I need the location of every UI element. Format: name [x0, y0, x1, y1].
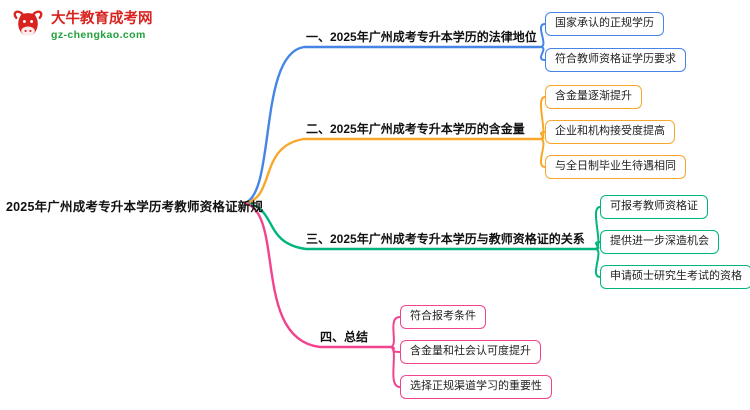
leaf-connector	[539, 46, 546, 61]
leaf-node: 企业和机构接受度提高	[545, 120, 675, 144]
leaf-connector	[594, 248, 601, 278]
branch-label-2: 二、2025年广州成考专升本学历的含金量	[306, 122, 525, 136]
leaf-connector	[389, 316, 401, 348]
leaf-node: 含金量和社会认可度提升	[400, 340, 541, 364]
branch-label-3: 三、2025年广州成考专升本学历与教师资格证的关系	[306, 232, 585, 246]
bull-icon	[13, 10, 43, 36]
branch-label-1: 一、2025年广州成考专升本学历的法律地位	[306, 30, 537, 44]
leaf-node: 含金量逐渐提升	[545, 85, 642, 109]
leaf-node: 提供进一步深造机会	[600, 230, 719, 254]
leaf-node: 符合教师资格证学历要求	[545, 48, 686, 72]
leaf-connector	[594, 206, 601, 250]
leaf-node: 符合报考条件	[400, 305, 486, 329]
leaf-node: 可报考教师资格证	[600, 195, 708, 219]
leaf-connector	[389, 346, 401, 388]
leaf-node: 国家承认的正规学历	[545, 12, 664, 36]
branch-curve-1	[243, 45, 542, 205]
branch-curve-3	[243, 201, 597, 251]
leaf-node: 与全日制毕业生待遇相同	[545, 155, 686, 179]
leaf-connector	[539, 96, 546, 140]
site-logo: 大牛教育成考网 gz-chengkao.com	[10, 8, 153, 44]
logo-domain: gz-chengkao.com	[51, 28, 146, 41]
logo-title: 大牛教育成考网	[51, 11, 153, 28]
branch-curve-2	[243, 137, 542, 205]
leaf-node: 申请硕士研究生考试的资格	[600, 265, 750, 289]
leaf-connector	[539, 138, 546, 168]
leaf-node: 选择正规渠道学习的重要性	[400, 375, 552, 399]
branch-label-4: 四、总结	[320, 330, 369, 344]
root-topic: 2025年广州成考专升本学历考教师资格证新规	[6, 200, 264, 214]
branch-curve-4	[243, 201, 392, 349]
